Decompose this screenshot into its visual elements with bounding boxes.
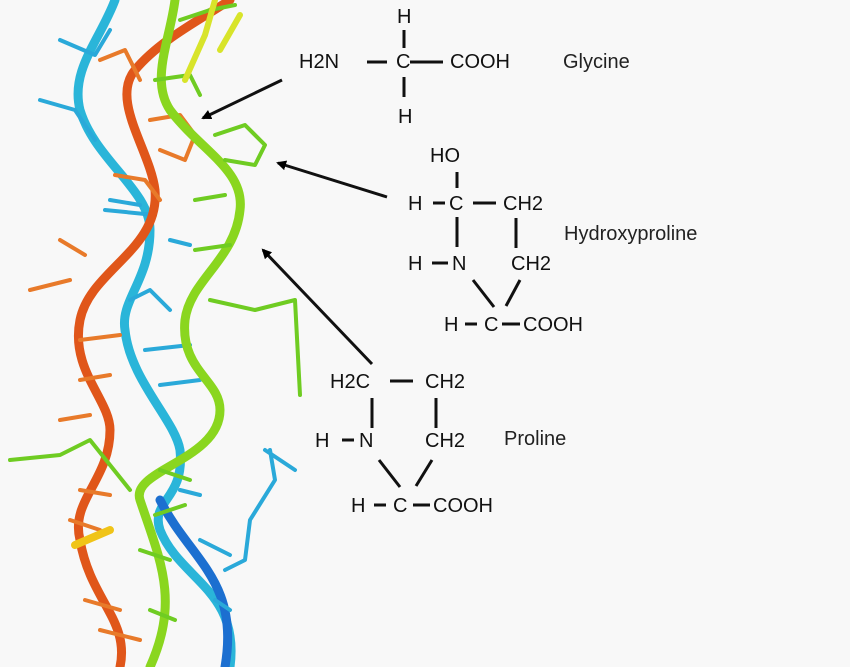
atom-ch2: CH2 xyxy=(425,371,466,393)
atom-h: H xyxy=(315,430,330,452)
atom-h: H xyxy=(351,495,366,517)
label-proline: Proline xyxy=(504,428,567,450)
helix-strand-blue xyxy=(73,0,236,667)
atom-ch2: CH2 xyxy=(511,253,552,275)
atom-c: C xyxy=(393,495,408,517)
arrow-proline xyxy=(261,248,374,366)
arrow-glycine xyxy=(201,78,283,120)
atom-ch2: CH2 xyxy=(503,193,544,215)
helix-strand-green xyxy=(134,0,245,667)
atom-cooh: COOH xyxy=(523,314,583,336)
atom-n: N xyxy=(359,430,374,452)
atom-h: H xyxy=(397,6,412,28)
atom-h: H xyxy=(408,253,423,275)
atom-ch2: CH2 xyxy=(425,430,466,452)
atom-h: H xyxy=(408,193,423,215)
atom-c: C xyxy=(484,314,499,336)
atom-h2n: H2N xyxy=(299,51,340,73)
atom-cooh: COOH xyxy=(433,495,493,517)
arrow-hydroxyproline xyxy=(276,160,388,199)
atom-c: C xyxy=(449,193,464,215)
atom-h2c: H2C xyxy=(330,371,371,393)
label-glycine: Glycine xyxy=(563,51,630,73)
atom-h: H xyxy=(398,106,413,128)
label-hydroxyproline: Hydroxyproline xyxy=(564,223,698,245)
atom-cooh: COOH xyxy=(450,51,510,73)
atom-ho: HO xyxy=(430,145,460,167)
atom-c: C xyxy=(396,51,411,73)
atom-n: N xyxy=(452,253,467,275)
atom-h: H xyxy=(444,314,459,336)
